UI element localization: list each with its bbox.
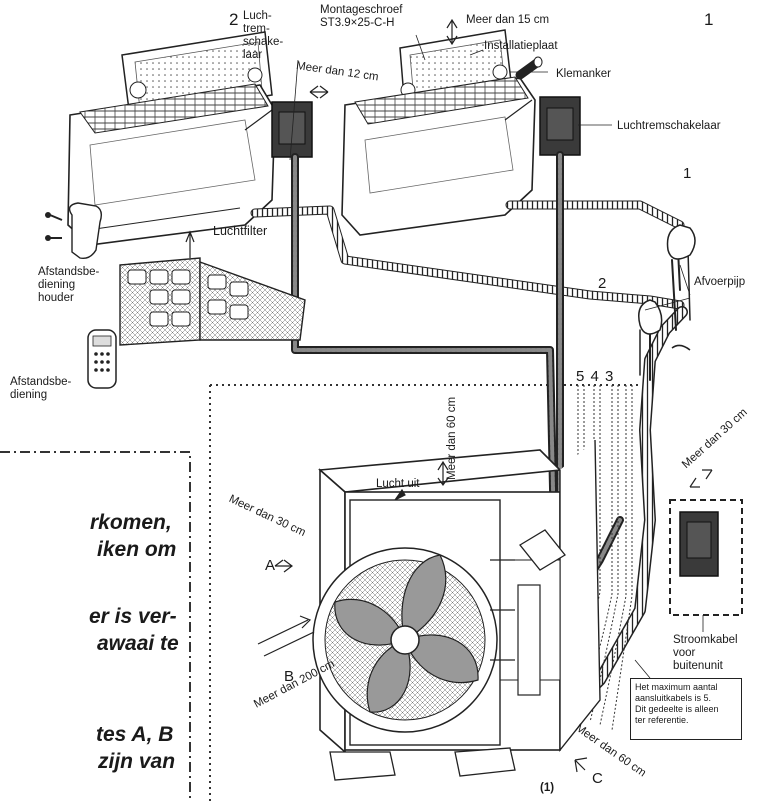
leader-lines <box>289 34 704 679</box>
stroomkabel-label: Stroomkabel voor buitenunit <box>673 634 738 672</box>
letter-a-label: A <box>265 557 276 574</box>
figure-number-label: (1) <box>540 782 555 794</box>
cable-numbers-label: 5 4 3 <box>576 368 615 385</box>
outdoor-switch-area <box>669 499 743 616</box>
outdoor-unit <box>312 439 601 781</box>
switch-box-left <box>271 101 313 158</box>
air-filter <box>119 257 306 346</box>
lucht-uit-label: Lucht uit <box>376 478 420 490</box>
klemanker-label: Klemanker <box>556 68 611 80</box>
afvoerpijp-label: Afvoerpijp <box>694 276 746 288</box>
letter-c-label: C <box>592 770 603 787</box>
remote-holder-label: Afstandsbe- diening houder <box>38 266 100 304</box>
indoor-unit-left <box>67 31 276 246</box>
indoor-unit-right <box>341 29 536 236</box>
meer-dan-15-label: Meer dan 15 cm <box>466 14 550 26</box>
switch-box-right <box>539 96 581 156</box>
montageschroef-label: Montageschroef ST3.9×25-C-H <box>320 4 403 29</box>
wire-2-label: 2 <box>598 275 607 292</box>
side-text-line-7: tes A, B <box>96 723 174 746</box>
drain-hook-mid <box>638 299 663 335</box>
luchtremschakelaar-right-label: Luchtremschakelaar <box>617 120 721 132</box>
luchtfilter-label: Luchtfilter <box>213 224 268 238</box>
remote-holder <box>45 202 103 260</box>
side-text-line-2: iken om <box>97 538 177 561</box>
outdoor-switch-box <box>679 511 719 577</box>
number-1-label: 1 <box>704 10 714 29</box>
drain-hook-top <box>666 224 696 260</box>
installatieplaat-label: Installatieplaat <box>484 40 558 52</box>
side-text-line-4: er is ver- <box>89 605 177 628</box>
note-box: Het maximum aantal aansluitkabels is 5. … <box>630 678 742 740</box>
info-box-border <box>0 451 191 801</box>
arrows <box>185 18 713 773</box>
remote-control <box>87 329 117 389</box>
luchtremschakelaar-left-label: Luch- trem- schake- laar <box>243 10 284 61</box>
letter-b-label: B <box>284 668 295 685</box>
number-2-label: 2 <box>229 10 239 29</box>
side-text-line-5: awaai te <box>97 632 179 655</box>
clamp-anchor <box>515 56 543 80</box>
wire-1-label: 1 <box>683 165 692 182</box>
remote-control-label: Afstandsbe- diening <box>10 376 72 401</box>
side-text-line-1: rkomen, <box>90 511 172 534</box>
side-text-line-8: zijn van <box>98 750 176 773</box>
meer-dan-60-top-label: Meer dan 60 cm <box>446 396 458 480</box>
